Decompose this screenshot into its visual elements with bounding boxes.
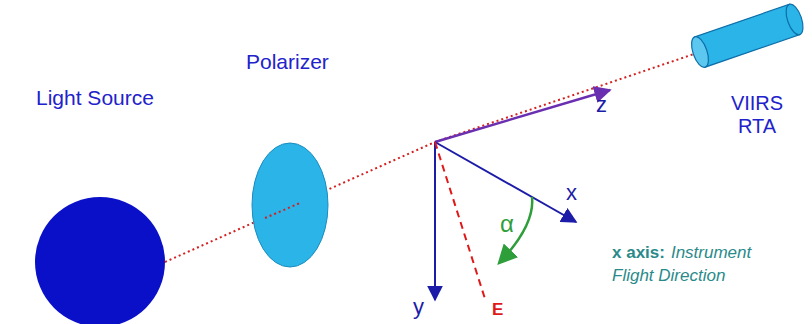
light-source-disc (35, 197, 165, 324)
angle-symbol: α (500, 210, 514, 238)
part-name: VIIRS RTA (724, 92, 790, 138)
axis-name: y (413, 294, 424, 319)
alpha-arc (500, 197, 532, 262)
axis-name: x (566, 180, 577, 205)
z-axis (435, 90, 610, 142)
beam-line (265, 203, 300, 218)
axis-note: x axis:Instrument Flight Direction (612, 242, 787, 288)
polarizer-disc (252, 143, 328, 267)
axis-name: z (596, 92, 607, 117)
part-name: Polarizer (246, 50, 329, 74)
note-heading: x axis: (612, 243, 665, 262)
y-axis (434, 142, 436, 300)
e-vector (435, 142, 486, 302)
part-name: Light Source (36, 86, 154, 110)
rta-cylinder (688, 2, 806, 69)
vector-name: E (492, 300, 503, 320)
beam-line (435, 52, 700, 142)
